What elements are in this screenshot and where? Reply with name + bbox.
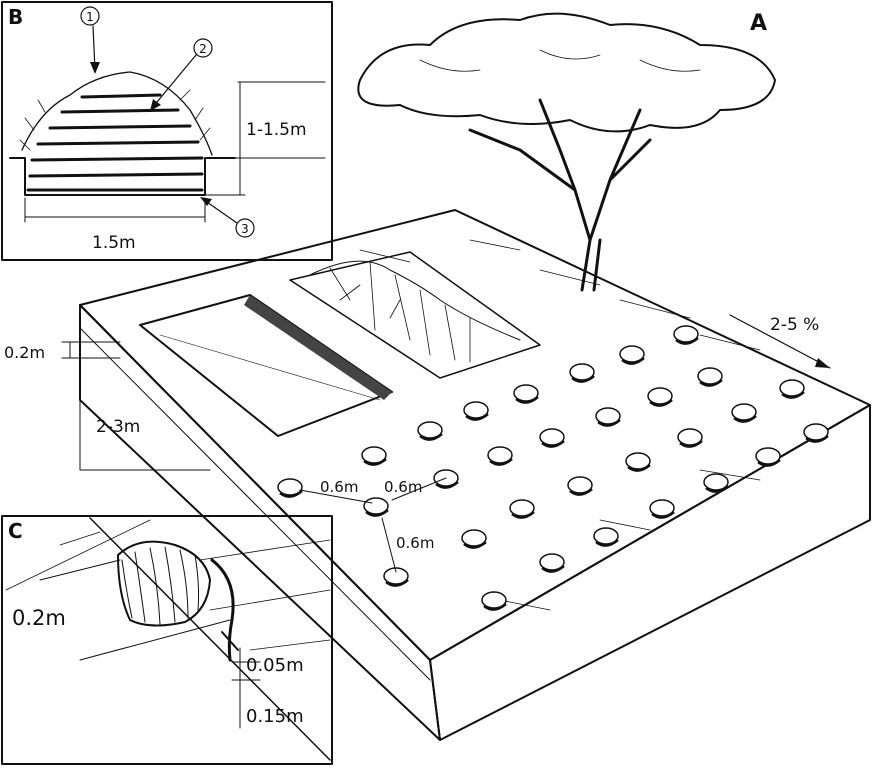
tree <box>357 12 776 292</box>
panel-c-inset: C 0.2m 0 <box>1 515 333 765</box>
surface-texture <box>359 239 761 611</box>
planting-hole <box>593 527 619 545</box>
slope-arrow <box>729 314 831 369</box>
callout-3-label: 3 <box>241 222 249 236</box>
planting-hole <box>539 553 565 571</box>
depth-dimension <box>231 647 261 729</box>
planting-hole-spoil <box>699 379 723 387</box>
planting-hole-spoil <box>597 419 621 427</box>
planting-hole <box>647 387 673 405</box>
planting-hole-spoil <box>511 511 535 519</box>
planting-hole-spoil <box>541 565 565 573</box>
panel-b-inset: B 1 2 3 <box>1 1 333 261</box>
planting-hole-spoil <box>385 579 409 587</box>
planting-hole-spoil <box>805 435 829 443</box>
planting-hole <box>673 325 699 343</box>
spacing-dimensions <box>299 477 447 573</box>
planting-hole-spoil <box>365 509 389 517</box>
planting-hole <box>619 345 645 363</box>
planting-hole-spoil <box>571 375 595 383</box>
planting-hole <box>513 384 539 402</box>
planting-hole <box>569 363 595 381</box>
depth-1-label: 0.05m <box>246 655 304 676</box>
planting-hole <box>567 476 593 494</box>
callout-3-circle <box>235 218 255 238</box>
planting-hole-spoil <box>515 396 539 404</box>
planting-hole-spoil <box>675 337 699 345</box>
planting-hole-spoil <box>651 511 675 519</box>
width-dimension <box>24 197 206 223</box>
spacing-label-2: 0.6m <box>384 478 422 496</box>
planting-hole <box>697 367 723 385</box>
planting-hole <box>595 407 621 425</box>
planting-hole-spoil <box>757 459 781 467</box>
compost-heap <box>289 251 541 379</box>
planting-hole-spoil <box>621 357 645 365</box>
callout-2-circle <box>193 38 213 58</box>
planting-hole <box>463 401 489 419</box>
planting-hole-spoil <box>679 440 703 448</box>
block-depth-label: 2-3m <box>96 417 140 437</box>
planting-hole-spoil <box>363 458 387 466</box>
planting-hole <box>677 428 703 446</box>
callout-2-label: 2 <box>199 42 207 56</box>
bund-height-dimension <box>61 341 121 359</box>
planting-hole-spoil <box>419 433 443 441</box>
planting-hole <box>363 497 389 515</box>
planting-hole <box>509 499 535 517</box>
slope-label: 2-5 % <box>770 315 819 335</box>
planting-hole-spoil <box>435 481 459 489</box>
planting-hole <box>361 446 387 464</box>
spacing-label-1: 0.6m <box>320 478 358 496</box>
planting-hole-spoil <box>733 415 757 423</box>
panel-c-letter: C <box>8 519 23 543</box>
block-depth-dimension <box>79 399 211 471</box>
planting-hole <box>703 473 729 491</box>
planting-hole <box>539 428 565 446</box>
callout-1-circle <box>80 6 100 26</box>
hole-height-label: 0.2m <box>12 606 66 630</box>
planting-hole <box>481 591 507 609</box>
planting-hole-spoil <box>463 541 487 549</box>
hole-height-dimension <box>39 559 231 661</box>
planting-hole-spoil <box>781 391 805 399</box>
callout-1-label: 1 <box>86 10 94 24</box>
spacing-label-3: 0.6m <box>396 534 434 552</box>
planting-hole <box>755 447 781 465</box>
height-label: 1-1.5m <box>246 120 307 140</box>
panel-b-letter: B <box>8 5 23 29</box>
planting-hole <box>625 452 651 470</box>
panel-a-letter: A <box>750 11 767 36</box>
width-label: 1.5m <box>92 233 136 253</box>
planting-hole-detail <box>117 540 239 662</box>
planting-hole <box>731 403 757 421</box>
planting-hole-spoil <box>279 490 303 498</box>
depth-2-label: 0.15m <box>246 706 304 727</box>
planting-hole-spoil <box>541 440 565 448</box>
planting-hole <box>779 379 805 397</box>
empty-compost-pit <box>139 294 393 437</box>
planting-hole-spoil <box>649 399 673 407</box>
planting-hole-spoil <box>489 458 513 466</box>
planting-hole-spoil <box>705 485 729 493</box>
bund-height-label: 0.2m <box>4 343 45 362</box>
planting-hole-spoil <box>595 539 619 547</box>
planting-hole <box>417 421 443 439</box>
planting-hole <box>803 423 829 441</box>
planting-hole-spoil <box>627 464 651 472</box>
planting-hole-spoil <box>483 603 507 611</box>
compost-layers <box>28 93 204 178</box>
planting-hole <box>649 499 675 517</box>
planting-hole <box>461 529 487 547</box>
planting-hole-spoil <box>569 488 593 496</box>
planting-hole <box>487 446 513 464</box>
planting-hole <box>383 567 409 585</box>
planting-holes <box>277 325 829 611</box>
height-dimension <box>204 81 326 196</box>
planting-hole-spoil <box>465 413 489 421</box>
planting-hole <box>277 478 303 496</box>
panel-a-field-block: 2-5 % 0.2m 2-3m 0.6m 0.6m 0.6m A <box>4 11 871 741</box>
